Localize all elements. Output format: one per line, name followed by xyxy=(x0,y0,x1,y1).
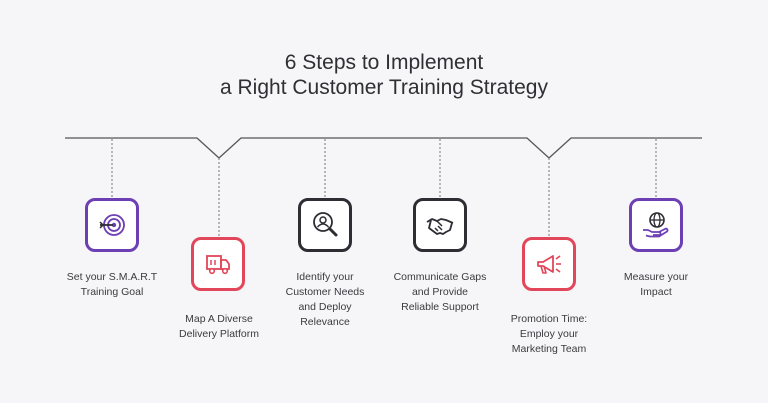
step-2-icon-box xyxy=(191,237,245,291)
step-3-label: Identify your Customer Needs and Deploy … xyxy=(285,271,365,328)
timeline-line xyxy=(65,137,702,159)
user-search-icon xyxy=(313,212,338,237)
step-5-icon-box xyxy=(522,237,576,291)
step-4-label: Communicate Gaps and Provide Reliable Su… xyxy=(393,271,487,313)
step-2-label: Map A Diverse Delivery Platform xyxy=(179,313,259,340)
globe-hand-icon xyxy=(643,212,669,238)
step-1-label: Set your S.M.A.R.T Training Goal xyxy=(66,271,158,298)
delivery-truck-icon xyxy=(206,255,230,275)
title-line-1: 6 Steps to Implement xyxy=(284,51,484,74)
megaphone-icon xyxy=(537,255,561,274)
step-6-label: Measure your Impact xyxy=(623,271,689,298)
step-3-icon-box xyxy=(298,198,352,252)
step-1-icon-box xyxy=(85,198,139,252)
title-line-2: a Right Customer Training Strategy xyxy=(220,76,548,99)
step-4-icon-box xyxy=(413,198,467,252)
step-5-label: Promotion Time: Employ your Marketing Te… xyxy=(510,313,588,355)
target-icon xyxy=(99,214,125,236)
handshake-icon xyxy=(426,218,454,235)
step-6-icon-box xyxy=(629,198,683,252)
diagram-title: 6 Steps to Implement a Right Customer Tr… xyxy=(0,50,768,100)
